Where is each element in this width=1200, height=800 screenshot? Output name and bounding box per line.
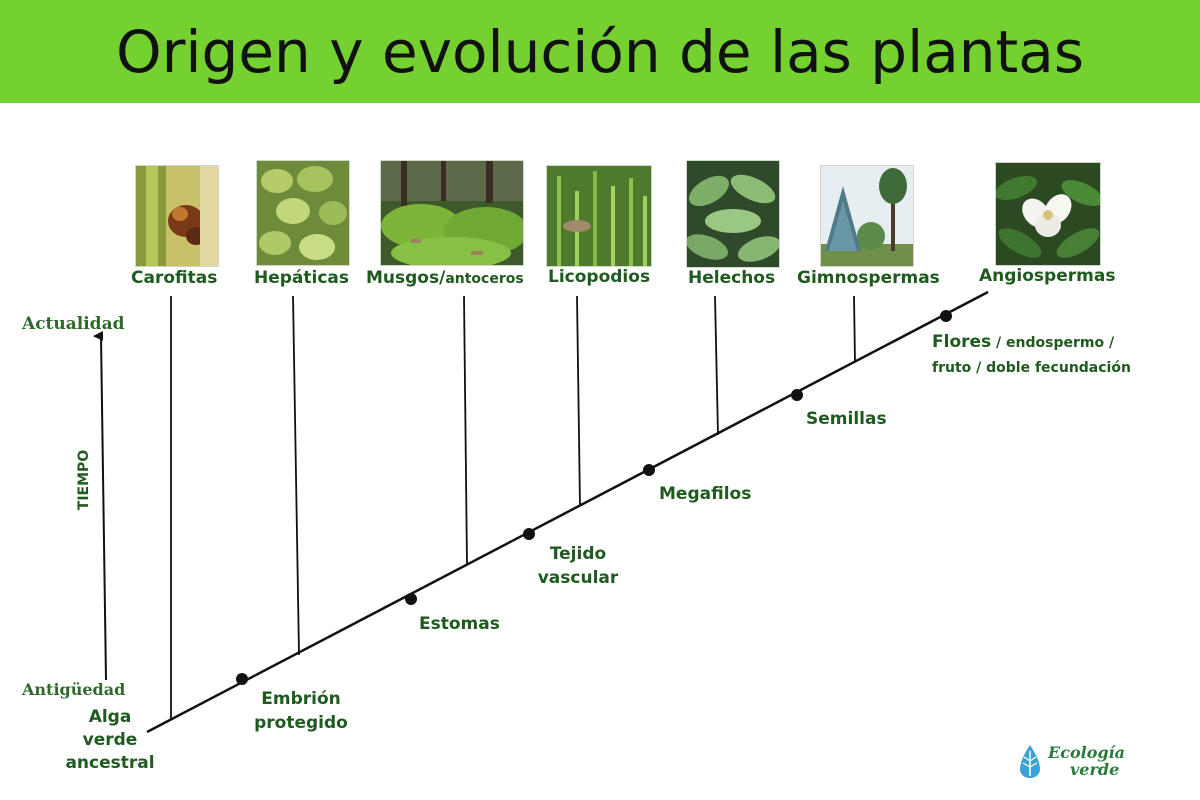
trait-flores-rest2: fruto / doble fecundación (932, 360, 1131, 376)
title-banner: Origen y evolución de las plantas (0, 0, 1200, 103)
trait-tejido: Tejido vascular (537, 544, 619, 588)
group-label-hepaticas: Hepáticas (254, 268, 349, 288)
trait-megafilos: Megafilos (659, 484, 752, 504)
gimnospermas-photo (820, 165, 914, 267)
time-axis-arrow (93, 330, 107, 681)
group-name: Licopodios (548, 267, 651, 287)
group-label-helechos: Helechos (688, 268, 775, 288)
group-label-angiospermas: Angiospermas (979, 266, 1115, 286)
group-label-musgos: Musgos/antoceros (366, 268, 524, 288)
ecologia-verde-logo: Ecología verde (1018, 740, 1183, 782)
licopodios-photo (546, 165, 652, 267)
main-lineage-line (146, 290, 989, 734)
node-semillas (791, 389, 803, 401)
group-label-licopodios: Licopodios (548, 267, 650, 287)
axis-time-label: TIEMPO (76, 449, 92, 511)
trait-flores-rest1: / endospermo / (991, 335, 1115, 351)
logo-word-1: Ecología (1048, 743, 1125, 762)
angiospermas-photo (995, 162, 1101, 266)
group-name: Musgos/ (366, 268, 446, 288)
node-megafilos (643, 464, 655, 476)
group-name-extra: antoceros (445, 271, 524, 287)
group-name: Helechos (688, 268, 776, 288)
branch-licopodios (576, 295, 581, 507)
node-estomas (405, 593, 417, 605)
trait-semillas: Semillas (806, 409, 887, 429)
leaf-icon (1020, 745, 1040, 778)
branch-hepaticas (292, 295, 300, 656)
branch-gimnospermas (853, 295, 856, 363)
root-label: Alga verde ancestral (65, 707, 155, 773)
trait-flores-main: Flores (932, 332, 992, 352)
group-name: Angiospermas (979, 266, 1116, 286)
node-embrion (236, 673, 248, 685)
helechos-photo (686, 160, 780, 268)
group-name: Hepáticas (254, 268, 350, 288)
trait-flores: Flores / endospermo / fruto / doble fecu… (932, 330, 1131, 380)
node-flores (940, 310, 952, 322)
node-tejido (523, 528, 535, 540)
trait-embrion: Embrión protegido (254, 689, 348, 733)
axis-top-label: Actualidad (22, 314, 125, 334)
musgos-photo (380, 160, 524, 266)
branch-helechos (714, 295, 719, 436)
page-title: Origen y evolución de las plantas (115, 17, 1085, 86)
carofitas-photo (135, 165, 219, 267)
group-name: Carofitas (131, 268, 218, 288)
group-label-carofitas: Carofitas (131, 268, 217, 288)
group-name: Gimnospermas (797, 268, 940, 288)
branch-musgos (463, 295, 468, 566)
hepaticas-photo (256, 160, 350, 266)
axis-bottom-label: Antigüedad (22, 680, 126, 699)
group-label-gimnospermas: Gimnospermas (797, 268, 940, 288)
logo-word-2: verde (1070, 760, 1120, 779)
trait-estomas: Estomas (419, 614, 500, 634)
